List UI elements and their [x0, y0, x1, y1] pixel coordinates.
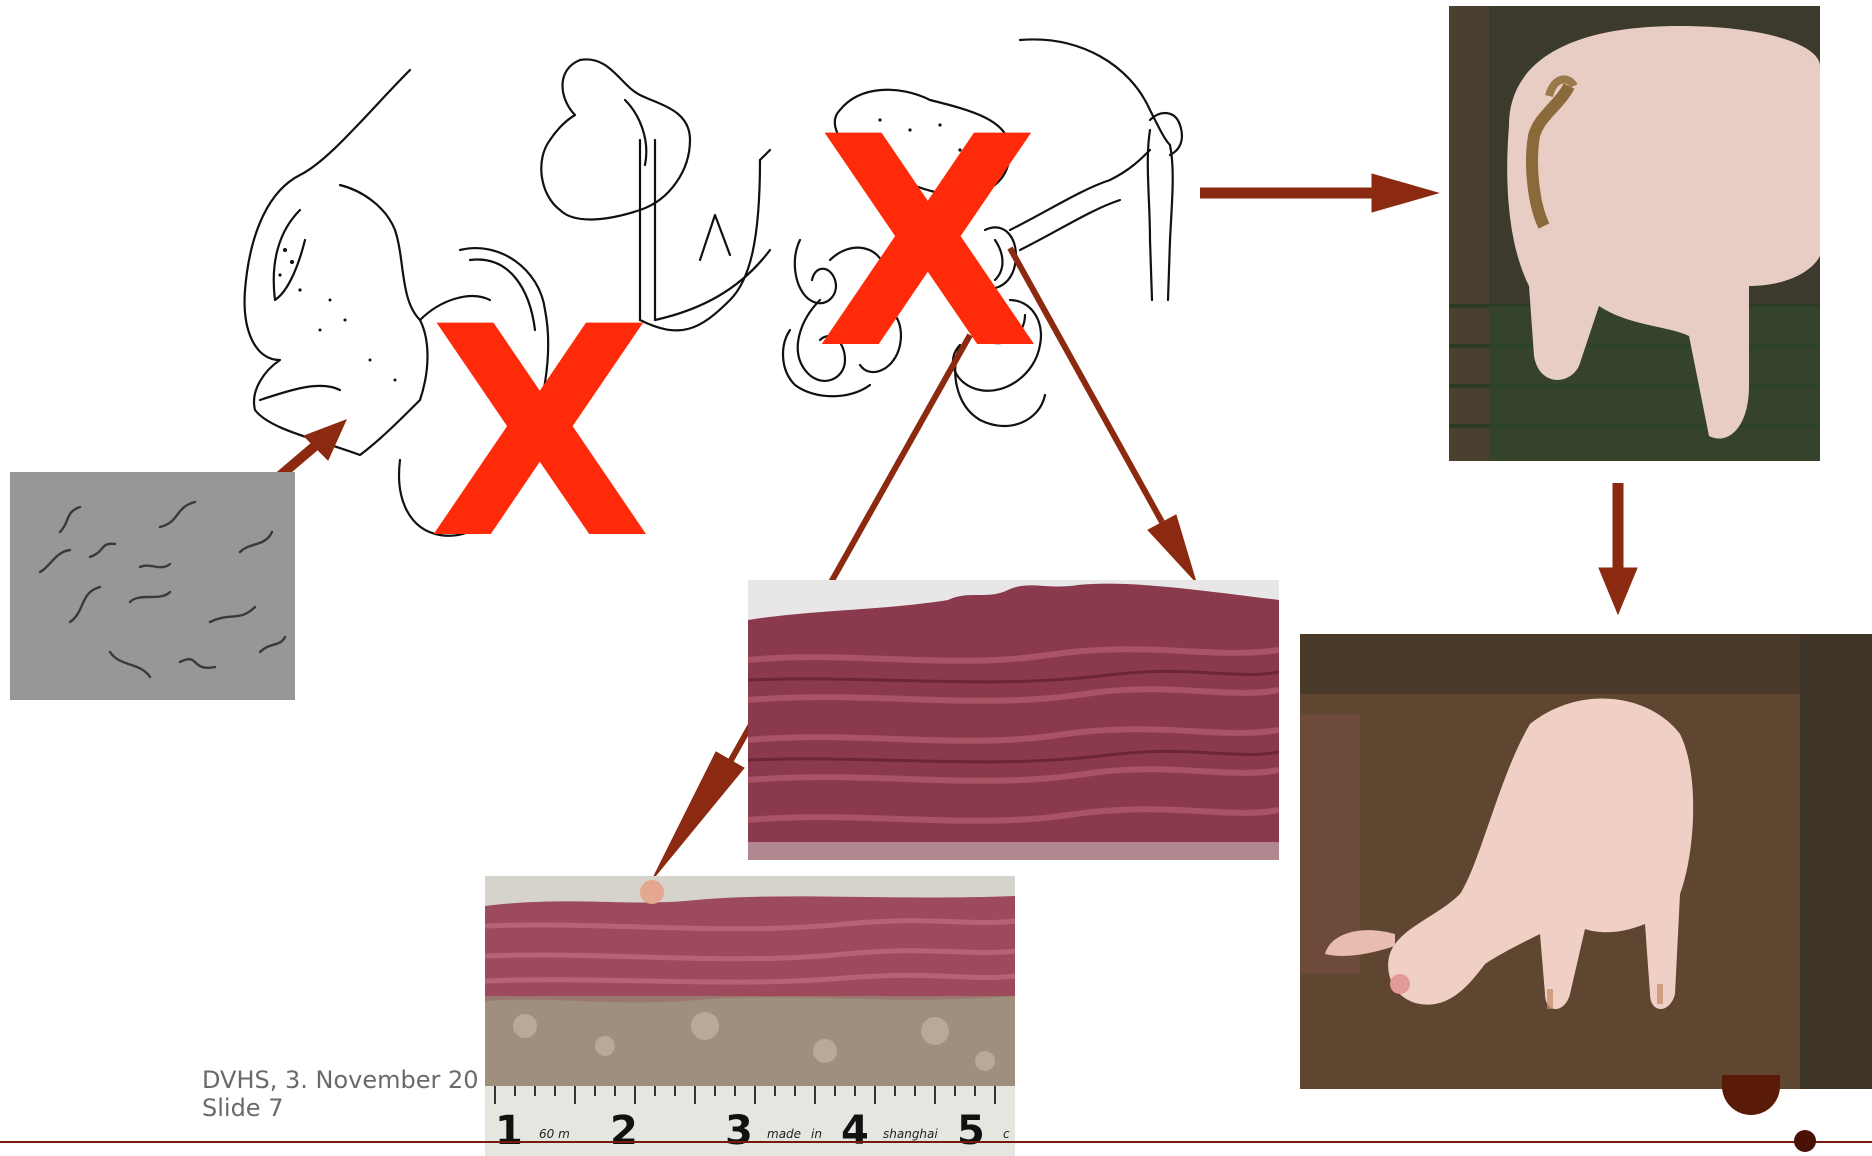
- ruler-text: shanghai: [883, 1127, 938, 1141]
- footer-slide-number: Slide 7: [202, 1094, 492, 1122]
- ruler-number: 1: [495, 1108, 523, 1154]
- ruler-text: made: [767, 1127, 801, 1141]
- intestine-photo-ruler: 1 2 3 4 5 60 m made in shanghai c: [485, 876, 1015, 1156]
- footer-date: DVHS, 3. November 20: [202, 1066, 492, 1094]
- ruler-text: in: [811, 1127, 822, 1141]
- intestine-photo-upper: [748, 580, 1279, 860]
- cross-mark-intestine: X: [808, 100, 1048, 390]
- ruler-number: 3: [725, 1108, 753, 1154]
- cross-mark-stomach: X: [420, 290, 660, 590]
- ruler-number: 5: [957, 1108, 985, 1154]
- slide-footer: DVHS, 3. November 20 Slide 7: [202, 1066, 492, 1122]
- ruler-text: c: [1003, 1127, 1010, 1141]
- pig-sick-photo: [1300, 634, 1872, 1089]
- ruler-number: 4: [841, 1108, 869, 1154]
- ruler-number: 2: [610, 1108, 638, 1154]
- pig-rear-photo: [1449, 6, 1820, 461]
- footer-rule: [0, 1141, 1872, 1143]
- larvae-micrograph: [10, 472, 295, 700]
- ruler-text: 60 m: [539, 1127, 570, 1141]
- decorative-dot-small: [1794, 1130, 1816, 1152]
